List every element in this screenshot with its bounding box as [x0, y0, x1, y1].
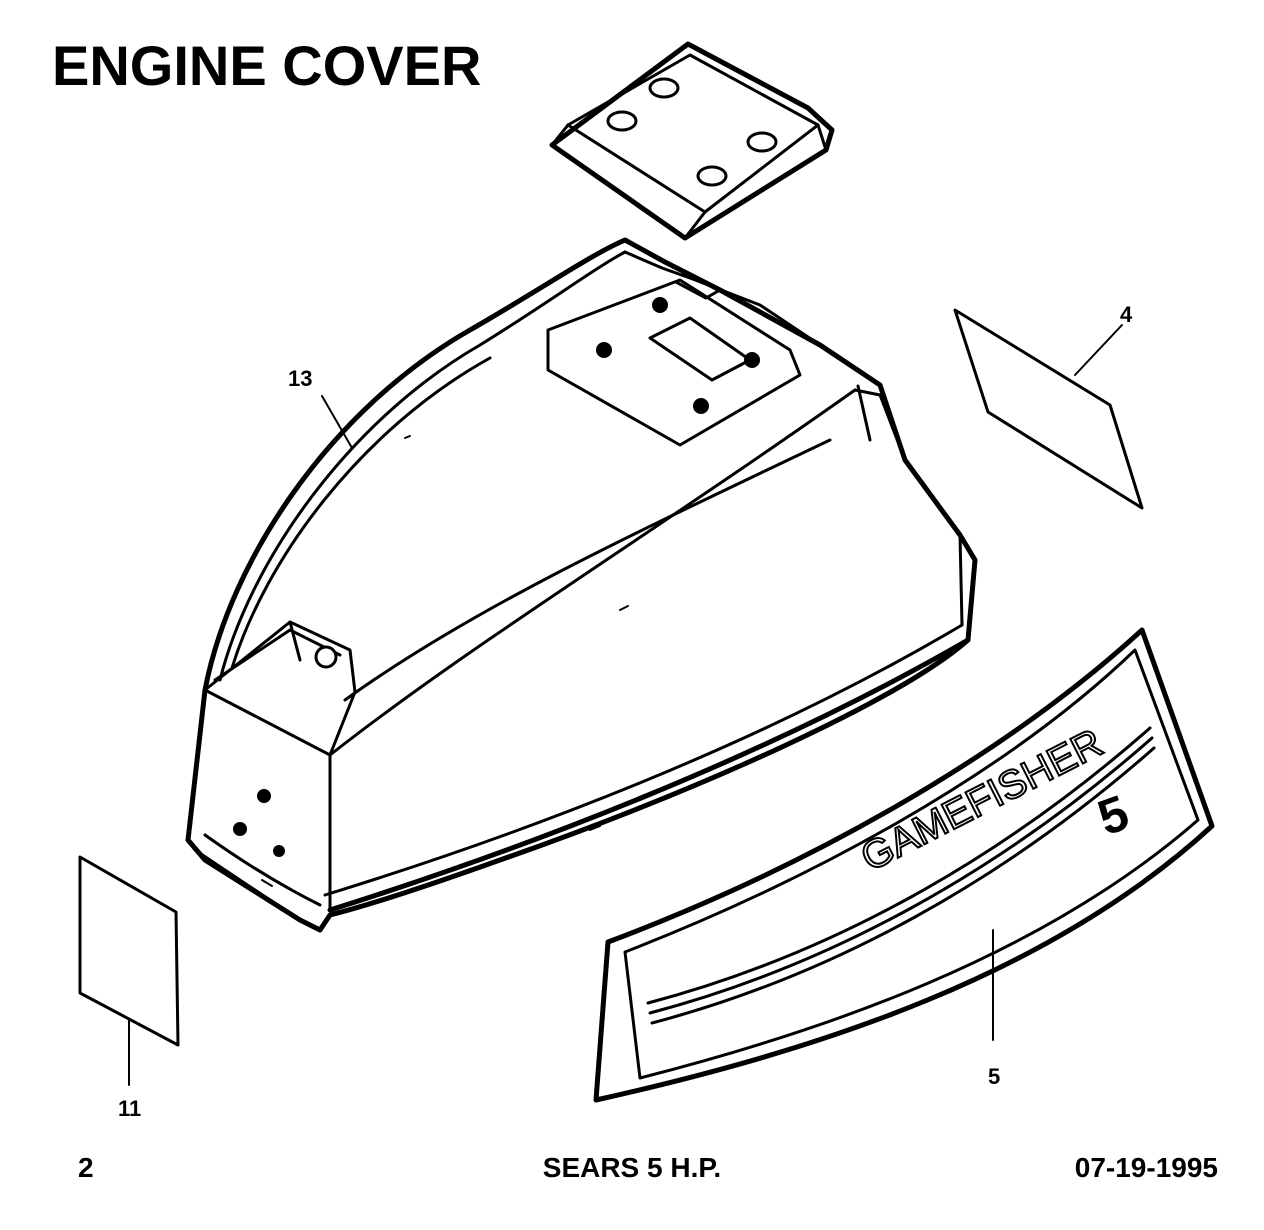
- page-title: ENGINE COVER: [52, 34, 482, 97]
- decal-model-number: 5: [1091, 784, 1136, 846]
- callout-11: 11: [118, 1096, 141, 1121]
- footer-model: SEARS 5 H.P.: [542, 1152, 722, 1183]
- footer-date: 07-19-1995: [1074, 1152, 1218, 1183]
- footer-page-number: 2: [78, 1152, 94, 1183]
- callout-13: 13: [288, 366, 312, 391]
- decal-part-5: GAMEFISHER 5: [593, 627, 1215, 1103]
- callout-4: 4: [1120, 302, 1133, 327]
- callout-5: 5: [988, 1064, 1000, 1089]
- top-pad: [549, 41, 835, 241]
- engine-cover-shell: [185, 237, 978, 933]
- decal-part-11: [78, 855, 180, 1086]
- decal-part-4: [953, 308, 1144, 510]
